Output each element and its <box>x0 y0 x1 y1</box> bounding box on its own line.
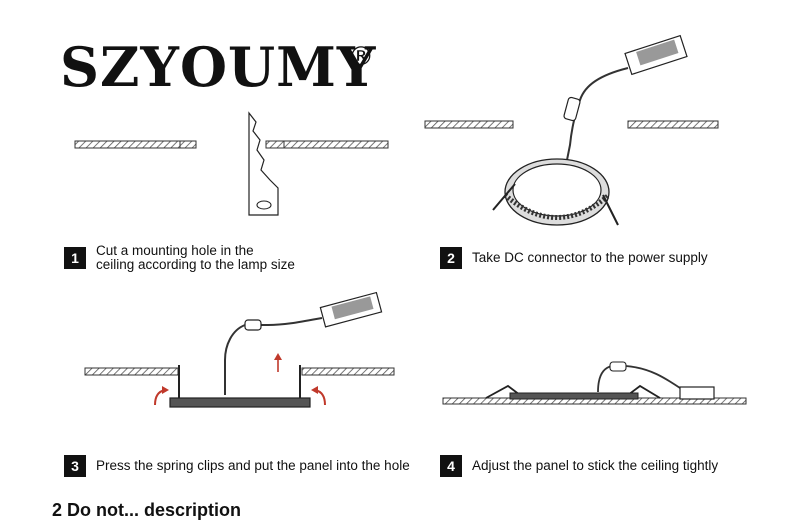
round-panel-icon <box>503 158 611 226</box>
ceiling-board <box>301 367 395 376</box>
registered-mark: ® <box>348 42 374 72</box>
step-number-badge: 4 <box>440 455 462 477</box>
step-caption-line: Cut a mounting hole in the <box>96 243 254 258</box>
ceiling-board <box>179 140 197 149</box>
power-cable <box>258 317 323 326</box>
step-3: 3 Press the spring clips and put the pan… <box>64 455 410 477</box>
step-caption: Take DC connector to the power supply <box>472 249 708 265</box>
spring-clip <box>602 194 619 226</box>
step-caption: Press the spring clips and put the panel… <box>96 457 410 473</box>
step4-illustration <box>442 361 747 405</box>
step-1: 1 Cut a mounting hole in the ceiling acc… <box>64 243 295 273</box>
square-panel <box>509 392 639 400</box>
step-number-badge: 2 <box>440 247 462 269</box>
power-cable <box>224 324 246 395</box>
driver-box-icon <box>679 386 715 400</box>
curved-arrow-icon <box>154 386 169 406</box>
step-caption-line: ceiling according to the lamp size <box>96 257 295 273</box>
step-number-badge: 3 <box>64 455 86 477</box>
square-panel <box>169 397 311 408</box>
ceiling-board <box>283 140 389 149</box>
driver-box-icon <box>319 291 383 328</box>
step2-illustration <box>424 34 719 226</box>
dc-connector <box>609 361 627 372</box>
ceiling-board <box>424 120 514 129</box>
brand-logo: SZYOUMY <box>60 35 377 99</box>
arrow-up-icon <box>274 353 282 372</box>
curved-arrow-icon <box>311 386 326 406</box>
step-caption: Cut a mounting hole in the ceiling accor… <box>96 243 295 273</box>
step3-illustration <box>84 291 395 408</box>
ceiling-board <box>265 140 285 149</box>
ceiling-board <box>84 367 179 376</box>
saw-handle-hole <box>256 200 272 210</box>
step-2: 2 Take DC connector to the power supply <box>440 247 708 269</box>
saw-icon <box>248 111 279 216</box>
ceiling-board <box>74 140 181 149</box>
dc-connector <box>563 96 581 122</box>
ceiling-board <box>627 120 719 129</box>
dc-connector <box>244 319 262 331</box>
spring-clip <box>485 384 521 399</box>
driver-box-icon <box>624 34 688 76</box>
spring-clip <box>492 183 516 211</box>
step-4: 4 Adjust the panel to stick the ceiling … <box>440 455 718 477</box>
step1-illustration <box>74 111 389 216</box>
spring-clip <box>627 384 661 399</box>
power-cable <box>625 365 681 389</box>
step-number-badge: 1 <box>64 247 86 270</box>
step-caption: Adjust the panel to stick the ceiling ti… <box>472 457 719 473</box>
